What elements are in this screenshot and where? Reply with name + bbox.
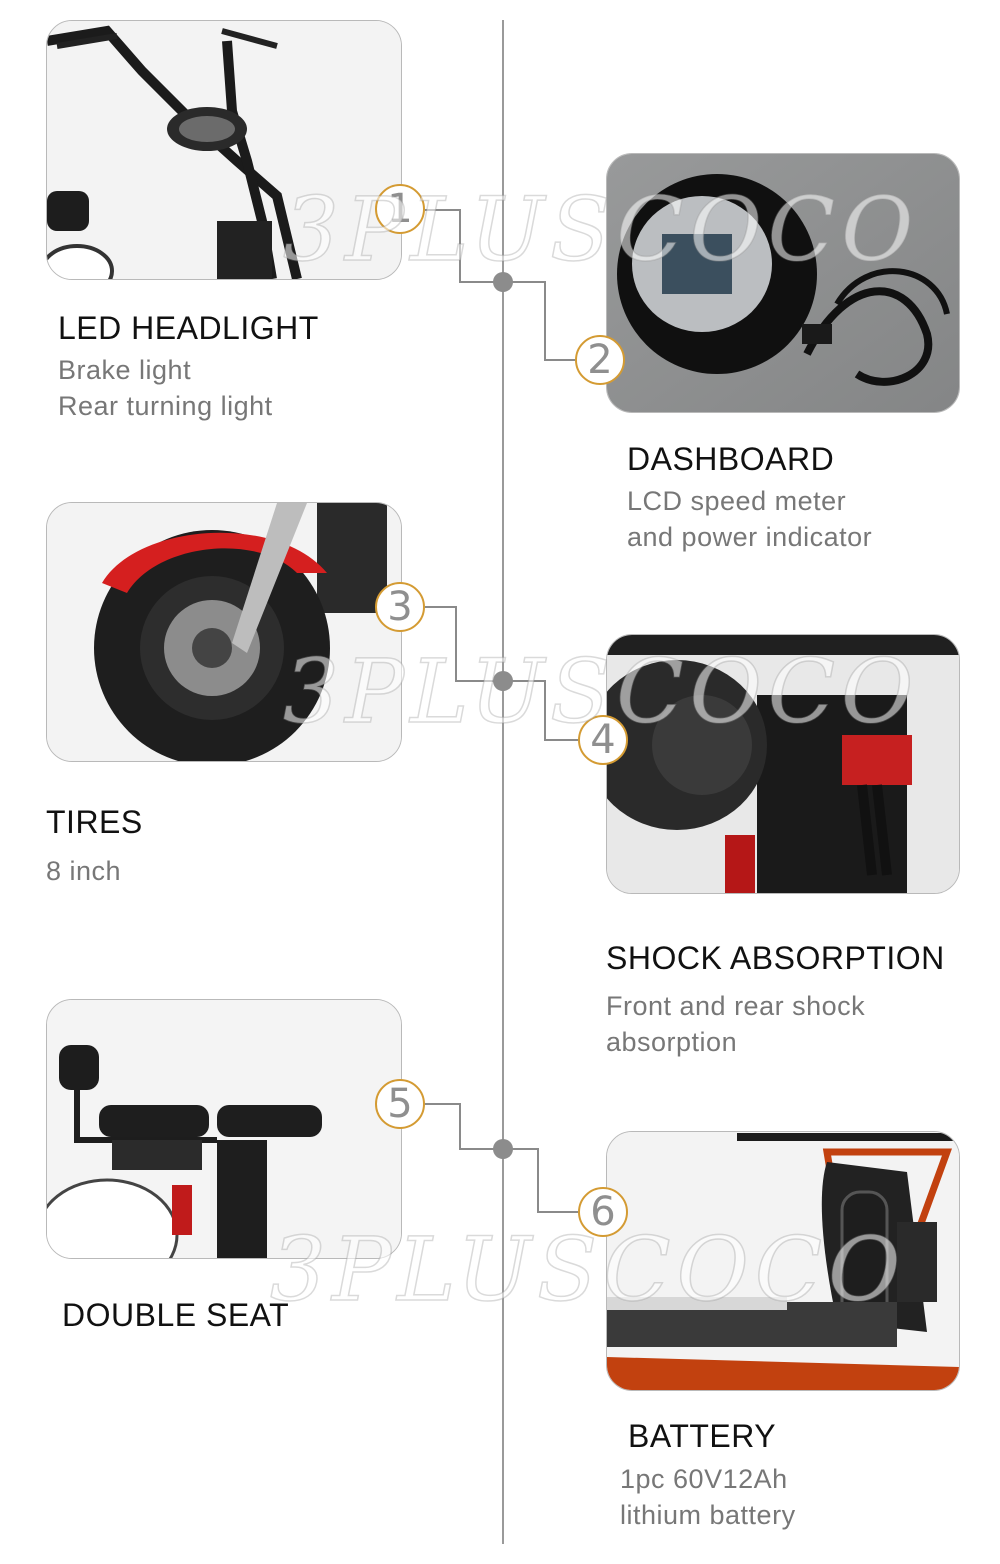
feature-title-battery: BATTERY [628, 1418, 777, 1454]
step-badge-5: 5 [375, 1079, 425, 1129]
feature-line: Front and rear shock [606, 991, 866, 1021]
step-badge-4: 4 [578, 715, 628, 765]
feature-desc-dashboard: LCD speed meter and power indicator [627, 483, 872, 555]
feature-desc-shock: Front and rear shock absorption [606, 988, 865, 1060]
step-badge-1: 1 [375, 184, 425, 234]
double-seat-photo [46, 999, 402, 1259]
timeline-line [502, 20, 504, 1544]
step-badge-2: 2 [575, 335, 625, 385]
feature-line: 8 inch [46, 856, 122, 886]
feature-line: LCD speed meter [627, 486, 847, 516]
feature-line: Rear turning light [58, 391, 273, 421]
feature-title-dashboard: DASHBOARD [627, 441, 835, 477]
battery-photo [606, 1131, 960, 1391]
feature-line: Brake light [58, 355, 192, 385]
step-badge-3: 3 [375, 582, 425, 632]
feature-line: 1pc 60V12Ah [620, 1464, 788, 1494]
headlight-photo [46, 20, 402, 280]
feature-title-seat: DOUBLE SEAT [62, 1297, 290, 1333]
feature-line: and power indicator [627, 522, 873, 552]
feature-line: lithium battery [620, 1500, 796, 1530]
tire-photo [46, 502, 402, 762]
feature-title-shock: SHOCK ABSORPTION [606, 940, 945, 976]
shock-absorption-photo [606, 634, 960, 894]
step-badge-6: 6 [578, 1187, 628, 1237]
feature-title-headlight: LED HEADLIGHT [58, 310, 319, 346]
feature-desc-headlight: Brake light Rear turning light [58, 352, 273, 424]
feature-title-tires: TIRES [46, 804, 143, 840]
dashboard-photo [606, 153, 960, 413]
feature-desc-tires: 8 inch [46, 853, 121, 889]
feature-line: absorption [606, 1027, 738, 1057]
feature-desc-battery: 1pc 60V12Ah lithium battery [620, 1461, 796, 1533]
